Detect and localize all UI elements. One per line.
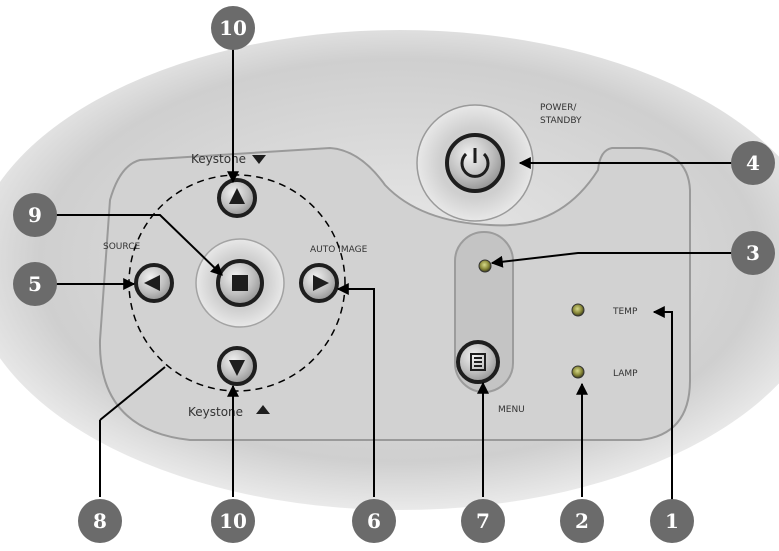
menu-label: MENU	[498, 405, 525, 415]
svg-text:7: 7	[476, 509, 490, 533]
auto-image-label: AUTO IMAGE	[310, 245, 368, 255]
temp-led	[571, 303, 585, 317]
menu-icon	[470, 353, 486, 371]
callout-9: 9	[13, 193, 57, 237]
leader-line-8-diag	[99, 366, 166, 421]
callout-10-top: 10	[211, 6, 255, 50]
callout-8: 8	[78, 499, 122, 543]
svg-text:10: 10	[219, 509, 247, 533]
callout-3: 3	[731, 231, 775, 275]
triangle-up-icon	[229, 188, 245, 204]
callout-4: 4	[731, 141, 775, 185]
svg-text:2: 2	[575, 509, 589, 533]
lamp-label: LAMP	[613, 369, 638, 379]
leader-line-3	[490, 252, 750, 268]
callout-7: 7	[461, 499, 505, 543]
triangle-down-icon	[229, 360, 245, 376]
svg-text:9: 9	[28, 203, 42, 227]
power-icon	[460, 148, 490, 178]
keystone-top-icon	[252, 155, 266, 164]
keystone-bottom-icon	[256, 405, 270, 414]
triangle-right-icon	[313, 275, 329, 291]
triangle-left-icon	[144, 275, 160, 291]
temp-label: TEMP	[612, 307, 638, 317]
svg-text:6: 6	[367, 509, 381, 533]
leader-line-9	[55, 214, 223, 276]
source-label: SOURCE	[103, 242, 140, 252]
lamp-led	[571, 365, 585, 379]
callout-2: 2	[560, 499, 604, 543]
callout-1: 1	[650, 499, 694, 543]
svg-text:1: 1	[665, 509, 679, 533]
callout-10-bottom: 10	[211, 499, 255, 543]
stop-icon	[232, 275, 248, 291]
power-led	[478, 259, 492, 273]
callout-5: 5	[13, 262, 57, 306]
svg-text:3: 3	[746, 241, 760, 265]
callout-6: 6	[352, 499, 396, 543]
keystone-top-label: Keystone	[191, 152, 246, 166]
svg-text:8: 8	[93, 509, 107, 533]
svg-text:5: 5	[28, 272, 42, 296]
svg-text:10: 10	[219, 16, 247, 40]
leader-line-1	[652, 306, 673, 500]
keystone-bottom-label: Keystone	[188, 405, 243, 419]
power-standby-label-1: POWER/	[540, 103, 577, 113]
leader-line-6	[336, 283, 375, 497]
power-standby-label-2: STANDBY	[540, 116, 582, 126]
svg-text:4: 4	[746, 151, 760, 175]
